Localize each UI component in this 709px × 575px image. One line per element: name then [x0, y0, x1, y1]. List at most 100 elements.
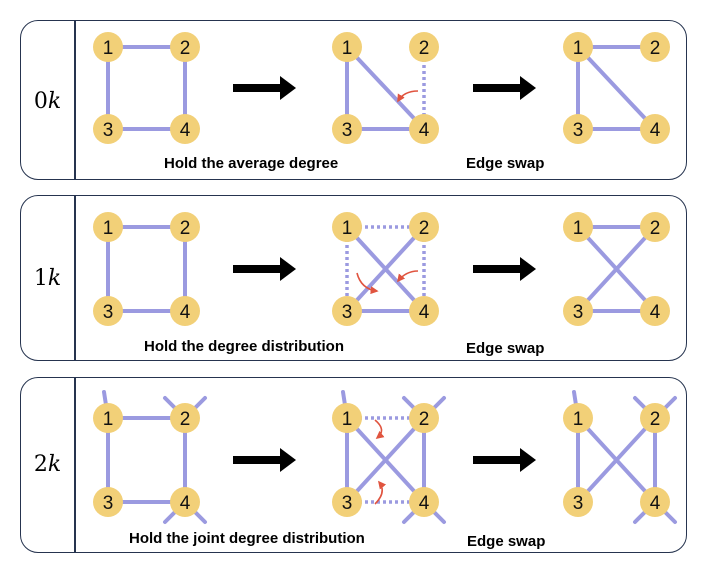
- right-arrow-icon: [280, 448, 296, 472]
- graph-node: [170, 212, 200, 242]
- node-label: 2: [419, 409, 430, 430]
- node-label: 4: [650, 302, 661, 323]
- right-arrow-icon: [473, 84, 522, 92]
- graph-node: [332, 296, 362, 326]
- row-label-number: 1: [33, 266, 48, 291]
- node-label: 3: [573, 493, 584, 514]
- edge: [576, 45, 657, 131]
- node-label: 2: [650, 409, 661, 430]
- node-label: 1: [573, 409, 584, 430]
- row-label-k: k: [47, 266, 62, 291]
- node-label: 3: [342, 120, 353, 141]
- graph-node: [93, 487, 123, 517]
- graph-node: [332, 114, 362, 144]
- node-label: 1: [573, 218, 584, 239]
- edge: [345, 45, 426, 131]
- node-label: 2: [180, 409, 191, 430]
- node-label: 2: [650, 38, 661, 59]
- node-label: 4: [650, 120, 661, 141]
- right-arrow-icon: [233, 265, 282, 273]
- graph-node: [563, 114, 593, 144]
- edge: [576, 416, 657, 504]
- row-label-k: k: [47, 89, 62, 114]
- caption-swap-2k: Edge swap: [467, 533, 546, 550]
- node-label: 2: [180, 218, 191, 239]
- right-arrow-icon: [520, 448, 536, 472]
- node-label: 2: [419, 38, 430, 59]
- curved-swap-arrow-icon: [374, 480, 387, 505]
- curved-swap-arrow-icon: [397, 90, 419, 103]
- graph-node: [170, 296, 200, 326]
- graph-node: [93, 32, 123, 62]
- graph-node: [93, 114, 123, 144]
- node-label: 4: [180, 493, 191, 514]
- node-label: 4: [419, 493, 430, 514]
- node-label: 4: [419, 120, 430, 141]
- right-arrow-icon: [233, 84, 282, 92]
- right-arrow-icon: [280, 257, 296, 281]
- node-label: 4: [180, 302, 191, 323]
- caption-swap-0k: Edge swap: [466, 155, 545, 172]
- graph-node: [332, 212, 362, 242]
- row-label-number: 2: [33, 452, 48, 477]
- node-label: 3: [573, 302, 584, 323]
- graph-node: [332, 32, 362, 62]
- graph-node: [409, 212, 439, 242]
- caption-hold-0k: Hold the average degree: [164, 155, 339, 172]
- graph-node: [640, 212, 670, 242]
- node-label: 1: [342, 38, 353, 59]
- graph-node: [563, 403, 593, 433]
- graph-node: [640, 32, 670, 62]
- right-arrow-icon: [233, 456, 282, 464]
- panel-divider: [74, 378, 76, 552]
- graph-node: [170, 114, 200, 144]
- row-label-2k: 2k: [21, 452, 74, 477]
- node-label: 3: [103, 493, 114, 514]
- graph-node: [409, 114, 439, 144]
- row-label-0k: 0k: [21, 89, 74, 114]
- graph-node: [409, 32, 439, 62]
- right-arrow-icon: [280, 76, 296, 100]
- node-label: 1: [342, 409, 353, 430]
- graph-node: [640, 487, 670, 517]
- caption-swap-1k: Edge swap: [466, 340, 545, 357]
- graph-node: [563, 32, 593, 62]
- edge: [576, 225, 657, 313]
- graph-node: [170, 32, 200, 62]
- graph-node: [640, 114, 670, 144]
- right-arrow-icon: [473, 456, 522, 464]
- graph-node: [93, 403, 123, 433]
- node-label: 3: [573, 120, 584, 141]
- curved-swap-arrow-icon: [374, 419, 385, 440]
- graph-node: [563, 487, 593, 517]
- right-arrow-icon: [520, 76, 536, 100]
- node-label: 2: [419, 218, 430, 239]
- graph-node: [409, 487, 439, 517]
- graph-node: [563, 212, 593, 242]
- graph-node: [170, 403, 200, 433]
- node-label: 1: [573, 38, 584, 59]
- right-arrow-icon: [520, 257, 536, 281]
- graph-node: [93, 212, 123, 242]
- graph-node: [332, 403, 362, 433]
- panel-divider: [74, 21, 76, 179]
- graph-node: [93, 296, 123, 326]
- node-label: 1: [103, 409, 114, 430]
- graph-node: [409, 296, 439, 326]
- node-label: 4: [650, 493, 661, 514]
- edge: [345, 416, 426, 504]
- panel-divider: [74, 196, 76, 360]
- row-label-k: k: [47, 452, 62, 477]
- edge: [345, 225, 426, 313]
- node-label: 3: [103, 302, 114, 323]
- caption-hold-1k: Hold the degree distribution: [144, 338, 345, 355]
- node-label: 2: [650, 218, 661, 239]
- graph-node: [332, 487, 362, 517]
- node-label: 3: [342, 493, 353, 514]
- node-label: 3: [342, 302, 353, 323]
- curved-swap-arrow-icon: [397, 270, 419, 283]
- node-label: 4: [180, 120, 191, 141]
- node-label: 2: [180, 38, 191, 59]
- row-label-1k: 1k: [21, 266, 74, 291]
